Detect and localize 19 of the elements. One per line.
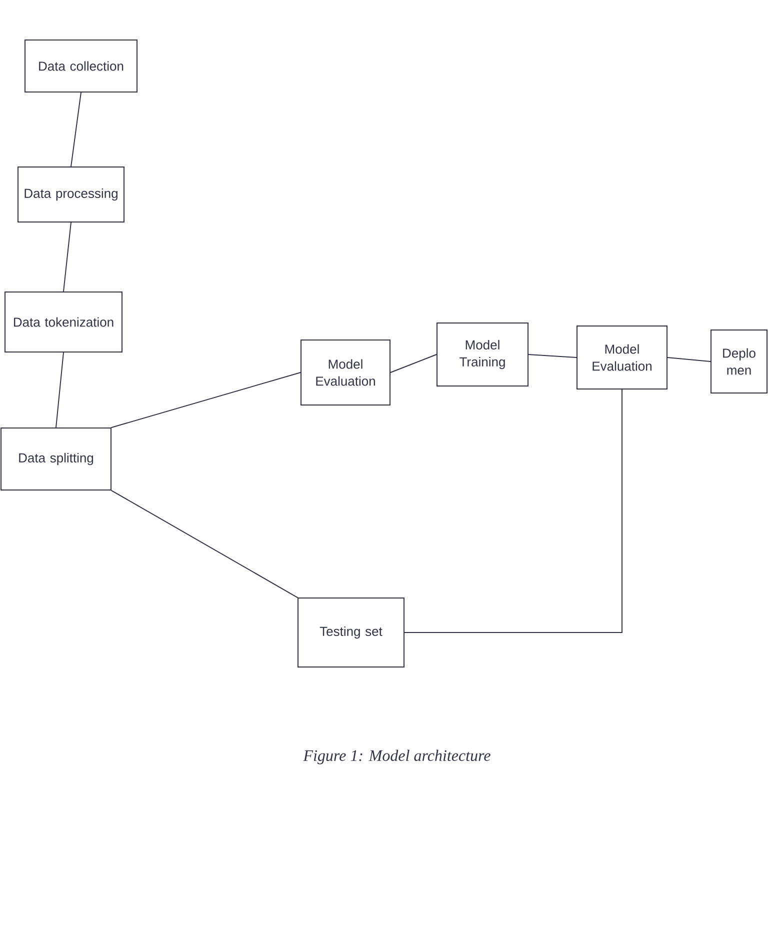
connector-line bbox=[56, 352, 64, 428]
process-box: Deplo men bbox=[710, 330, 768, 394]
process-box: Data processing bbox=[18, 166, 124, 222]
process-box: Data collection bbox=[24, 40, 138, 92]
process-box: Data splitting bbox=[0, 428, 112, 490]
connector-line bbox=[667, 357, 711, 362]
connector-line bbox=[528, 354, 577, 358]
connector-line bbox=[111, 372, 301, 428]
figure-caption: Figure 1: Model architecture bbox=[303, 750, 490, 764]
connector-line bbox=[390, 354, 437, 373]
process-box: Testing set bbox=[298, 598, 404, 668]
process-box: Model Evaluation bbox=[300, 340, 390, 406]
process-box: Model Training bbox=[436, 322, 528, 386]
connector-line bbox=[404, 389, 622, 633]
process-box: Data tokenization bbox=[4, 292, 122, 352]
connector-line bbox=[70, 92, 82, 167]
connector-line bbox=[111, 490, 298, 598]
connector-line bbox=[63, 222, 72, 292]
process-box: Model Evaluation bbox=[576, 326, 668, 390]
